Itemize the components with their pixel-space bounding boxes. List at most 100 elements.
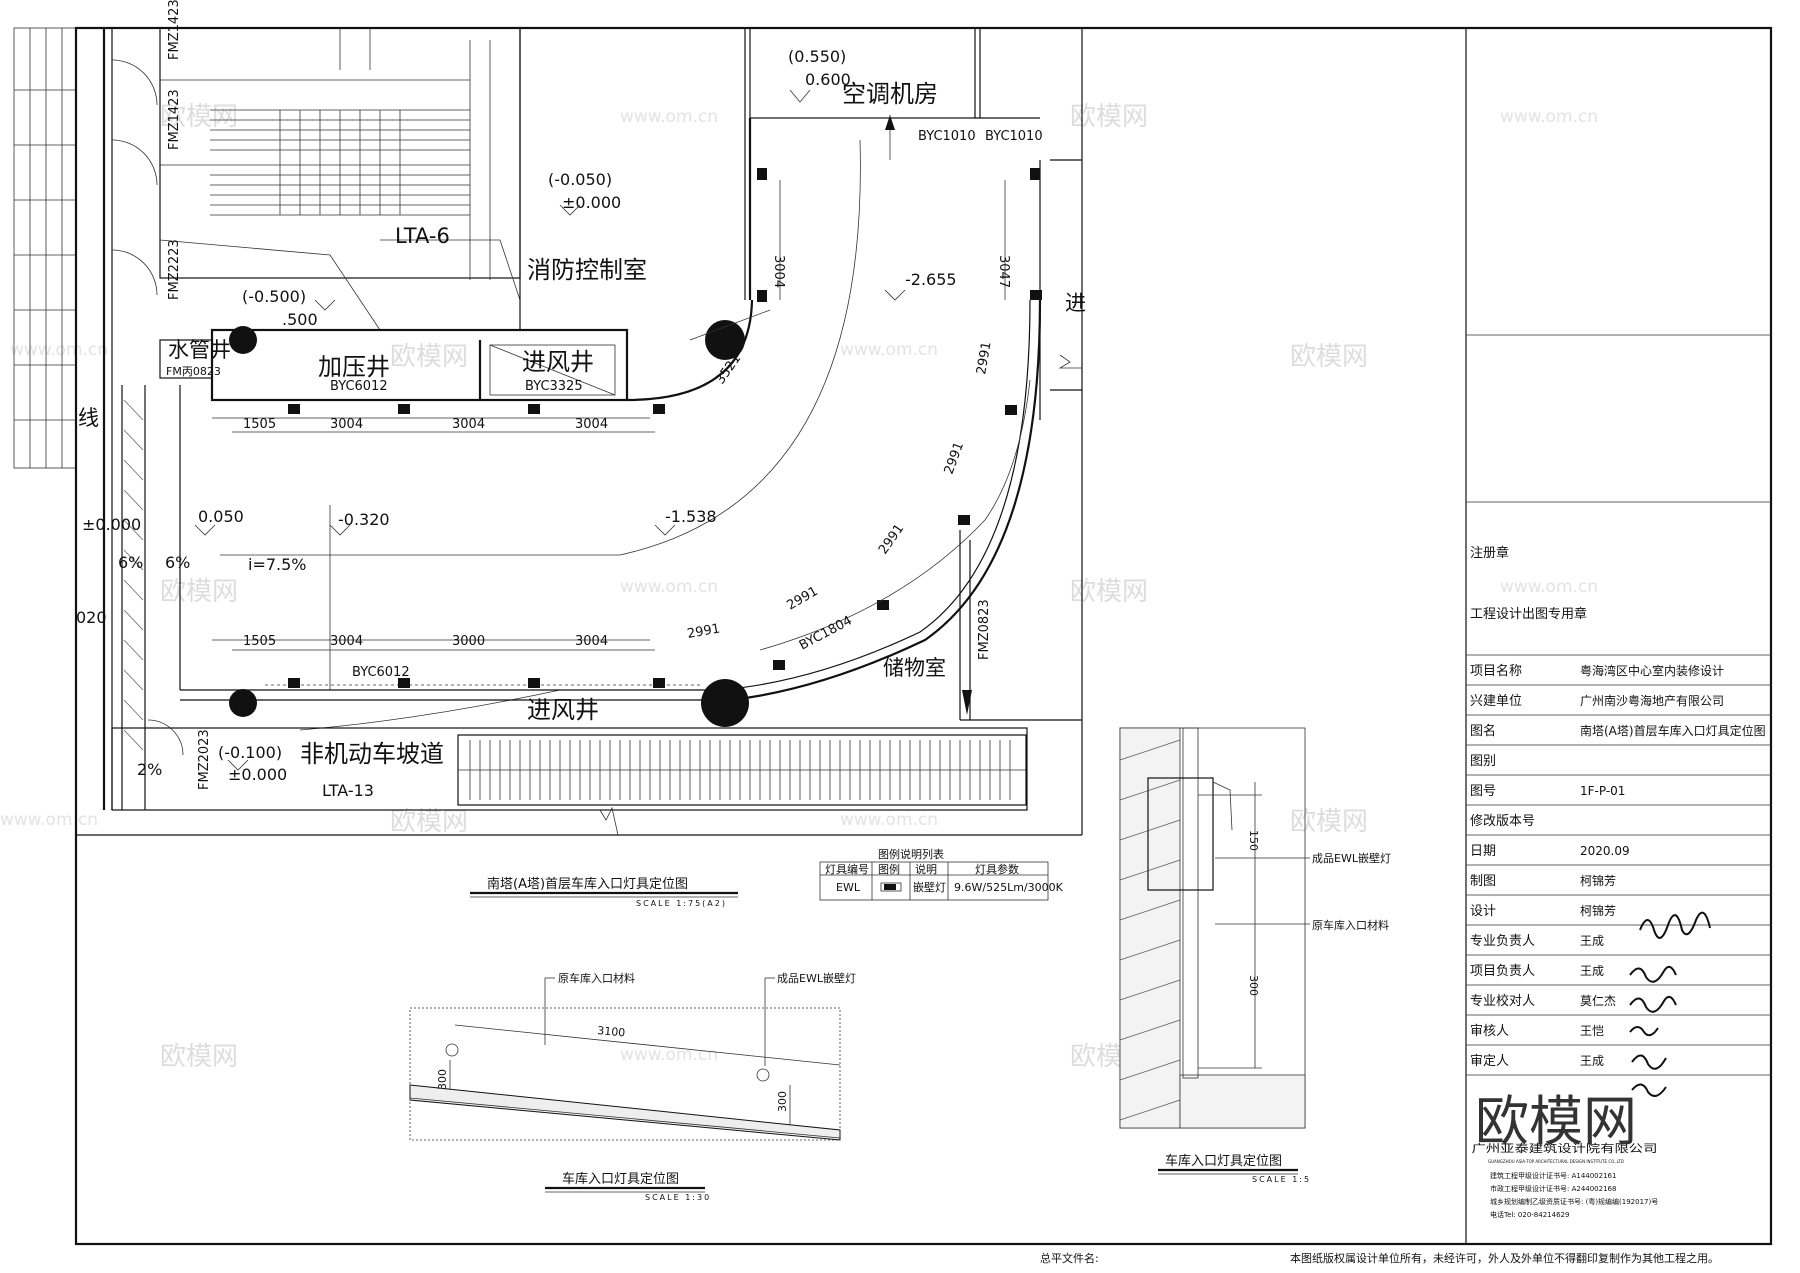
caption-detail-title: 车库入口灯具定位图 <box>1165 1153 1282 1169</box>
footer-notice: 本图纸版权属设计单位所有，未经许可，外人及外单位不得翻印复制作为其他工程之用。 <box>1290 1251 1719 1265</box>
level-mark: ±0.000 <box>228 765 287 784</box>
window-tag: BYC6012 <box>352 665 410 680</box>
room-label-partial: 进 <box>1065 291 1086 315</box>
title-block-label: 图号 <box>1470 784 1496 799</box>
window-tag: BYC1010 <box>918 129 976 144</box>
section-dim-length: 3100 <box>597 1024 626 1039</box>
title-block-value: 2020.09 <box>1580 844 1630 858</box>
level-mark: (-0.100) <box>218 743 282 762</box>
title-block-value: 王成 <box>1580 964 1604 978</box>
legend-header: 图例 <box>878 862 900 876</box>
title-block-label: 专业校对人 <box>1470 993 1535 1009</box>
level-mark: 0.050 <box>198 507 244 526</box>
window-tag: BYC1804 <box>797 613 855 653</box>
column-marker <box>701 679 749 727</box>
watermark-cn: 欧模网 <box>1070 102 1148 132</box>
caption-main-scale: SCALE 1:75(A2) <box>636 899 727 908</box>
title-block-label: 制图 <box>1470 874 1496 889</box>
title-block-label: 图名 <box>1470 723 1496 739</box>
title-block-rows: 项目名称粤海湾区中心室内装修设计兴建单位广州南沙粤海地产有限公司图名南塔(A塔)… <box>1466 663 1771 1076</box>
legend-title: 图例说明列表 <box>878 847 944 861</box>
legend-code: EWL <box>836 881 861 894</box>
section-dim-h1: 300 <box>436 1069 449 1090</box>
door-tag: FMZ2023 <box>197 729 212 790</box>
title-block-value: 莫仁杰 <box>1580 994 1616 1008</box>
window-tag: BYC6012 <box>330 379 388 394</box>
level-mark: 0.600 <box>805 70 851 89</box>
watermark-url: www.om.cn <box>10 340 108 360</box>
level-mark: -2.655 <box>905 270 957 289</box>
door-tag: FMZ0823 <box>977 599 992 660</box>
title-block-stamp1: 注册章 <box>1470 545 1509 561</box>
detail-dim-b: 300 <box>1247 975 1260 996</box>
watermark-cn: 欧模网 <box>1290 807 1368 837</box>
detail-label-light: 成品EWL嵌壁灯 <box>1312 851 1391 865</box>
title-block-label: 兴建单位 <box>1470 694 1522 709</box>
title-block-value: 1F-P-01 <box>1580 784 1625 798</box>
dimension-text: 2991 <box>785 584 821 614</box>
watermark-cn: 欧模网 <box>1290 342 1368 372</box>
dimension-text: 1505 <box>243 634 276 649</box>
window-tag: BYC3325 <box>525 379 583 394</box>
dimension-text: 3004 <box>575 634 608 649</box>
room-label-air-inlet: 进风井 <box>522 348 594 376</box>
door-tag: FMZ2223 <box>167 239 182 300</box>
signatures <box>1629 911 1711 1097</box>
dimension-text: 3004 <box>575 417 608 432</box>
watermark-url: www.om.cn <box>840 340 938 360</box>
main-caption: 南塔(A塔)首层车库入口灯具定位图 SCALE 1:75(A2) <box>470 876 738 908</box>
title-block: 注册章 工程设计出图专用章 项目名称粤海湾区中心室内装修设计兴建单位广州南沙粤海… <box>1465 28 1771 1244</box>
title-block-value: 粤海湾区中心室内装修设计 <box>1580 663 1724 678</box>
dimension-text: 3000 <box>452 634 485 649</box>
left-margin-strip <box>13 27 77 469</box>
watermark-url: www.om.cn <box>620 1045 718 1065</box>
stair-tag-lta13: LTA-13 <box>322 781 374 800</box>
column-marker <box>705 320 745 360</box>
dimension-text: 3004 <box>771 255 786 288</box>
title-block-value: 南塔(A塔)首层车库入口灯具定位图 <box>1580 723 1766 738</box>
company-name: 广州亚泰建筑设计院有限公司 <box>1472 1142 1658 1156</box>
caption-section-scale: SCALE 1:30 <box>645 1193 711 1202</box>
watermark-url: www.om.cn <box>840 810 938 830</box>
watermark-big: 欧模网 <box>1475 1090 1637 1153</box>
slope-label: 2% <box>137 760 162 779</box>
section-drawing: 原车库入口材料 成品EWL嵌壁灯 3100 300 300 <box>409 971 856 1141</box>
cert-line: 电话Tel: 020-84214629 <box>1490 1210 1569 1219</box>
title-block-label: 日期 <box>1470 844 1496 859</box>
watermark-cn: 欧模网 <box>160 102 238 132</box>
dimension-text: 3004 <box>452 417 485 432</box>
door-tag: FMZ1423 <box>167 0 182 60</box>
legend-table: 图例说明列表 灯具编号 图例 说明 灯具参数 EWL 嵌壁灯 9.6W/525L… <box>819 847 1064 901</box>
cert-line: 城乡规划编制乙级资质证书号: (粤)规编编(192017)号 <box>1490 1197 1658 1206</box>
room-label-fire-control: 消防控制室 <box>527 256 647 284</box>
partial-dimension: 020 <box>76 608 107 627</box>
dimension-text: 2991 <box>942 440 967 476</box>
cert-line: 市政工程甲级设计证书号: A244002168 <box>1490 1184 1616 1193</box>
section-label-material: 原车库入口材料 <box>558 971 635 985</box>
room-label-partial-left: 线 <box>78 406 99 430</box>
caption-main-title: 南塔(A塔)首层车库入口灯具定位图 <box>487 876 688 892</box>
room-label-pressure-shaft: 加压井 <box>318 353 390 381</box>
column-marker <box>229 326 257 354</box>
company-name-en: GUANGZHOU ASIA-TOP ARCHITECTURAL DESIGN … <box>1488 1159 1624 1164</box>
floor-plan <box>102 27 1082 836</box>
column-marker <box>229 689 257 717</box>
level-mark: (-0.050) <box>548 170 612 189</box>
legend-symbol <box>884 884 896 890</box>
title-block-label: 审核人 <box>1470 1024 1509 1039</box>
watermark-cn: 欧模网 <box>390 342 468 372</box>
dimension-text: 2991 <box>686 621 721 642</box>
section-caption: 车库入口灯具定位图 SCALE 1:30 <box>545 1171 711 1202</box>
watermark-layer: 欧模网 欧模网 欧模网 欧模网 欧模网 欧模网 欧模网 欧模网 欧模网 欧模网 … <box>0 102 1598 1072</box>
watermark-cn: 欧模网 <box>160 577 238 607</box>
title-block-label: 审定人 <box>1470 1054 1509 1069</box>
watermark-url: www.om.cn <box>1500 107 1598 127</box>
dimension-text: 1505 <box>243 417 276 432</box>
detail-label-material: 原车库入口材料 <box>1312 918 1389 932</box>
slope-label: 6% <box>165 553 190 572</box>
watermark-cn: 欧模网 <box>160 1042 238 1072</box>
watermark-url: www.om.cn <box>620 107 718 127</box>
room-label-ramp: 非机动车坡道 <box>300 740 444 768</box>
level-mark: ±0.000 <box>562 193 621 212</box>
caption-section-title: 车库入口灯具定位图 <box>562 1171 679 1187</box>
